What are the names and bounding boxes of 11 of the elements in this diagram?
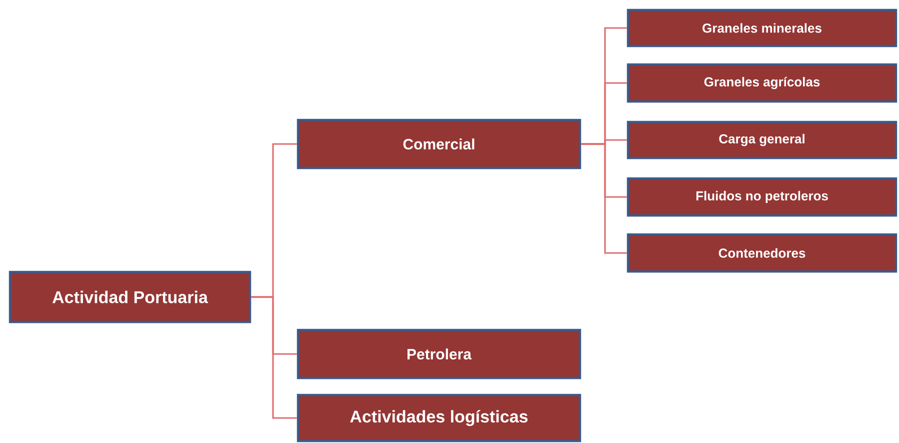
category-box: Petrolera (296, 328, 582, 380)
category-box: Comercial (296, 118, 582, 170)
category-box: Graneles minerales (626, 8, 898, 48)
category-box: Actividades logísticas (296, 394, 582, 442)
category-box: Fluidos no petroleros (626, 177, 898, 217)
category-box: Contenedores (626, 233, 898, 273)
category-box: Carga general (626, 120, 898, 160)
category-box: Graneles agrícolas (626, 63, 898, 103)
category-box: Actividad Portuaria (8, 270, 252, 324)
connector-line (251, 296, 297, 419)
connector-line (581, 143, 627, 254)
